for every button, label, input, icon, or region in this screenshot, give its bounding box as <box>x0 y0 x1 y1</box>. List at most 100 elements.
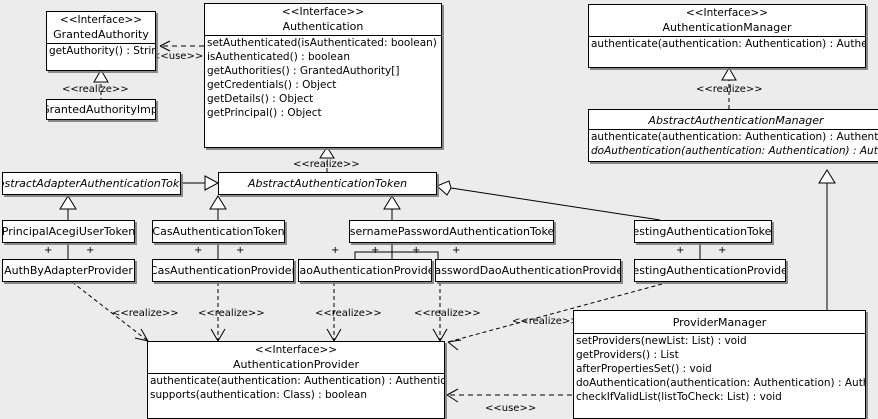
class-name: PrincipalAcegiUserToken <box>2 225 135 238</box>
operation: doAuthentication(authentication: Authent… <box>576 377 865 389</box>
operations-compartment: authenticate(authentication: Authenticat… <box>589 129 878 158</box>
class-header: <<Interface>> AuthenticationProvider <box>148 342 444 373</box>
operation: setProviders(newList: List) : void <box>576 335 747 347</box>
class-authentication-manager[interactable]: <<Interface>> AuthenticationManager auth… <box>588 4 866 68</box>
label-realize-granted-authority-impl: <<realize>> <box>62 84 129 95</box>
operation: authenticate(authentication: Authenticat… <box>150 375 445 387</box>
class-name: CasAuthenticationProvider <box>152 264 294 277</box>
operation: getAuthority() : String <box>49 45 156 57</box>
class-header: <<Interface>> GrantedAuthority <box>47 12 155 43</box>
class-header: TestingAuthenticationToken <box>635 221 771 242</box>
operation: getCredentials() : Object <box>207 79 337 91</box>
class-authentication-provider[interactable]: <<Interface>> AuthenticationProvider aut… <box>147 341 445 419</box>
multiplicity-plus: + <box>452 245 461 256</box>
label-realize-cas-provider: <<realize>> <box>198 308 265 319</box>
multiplicity-plus: + <box>676 245 685 256</box>
label-use-authentication-granted-authority: <<use>> <box>152 51 204 62</box>
class-name: Authentication <box>282 20 364 33</box>
generalization-username-password-token <box>383 195 401 220</box>
class-header: DaoAuthenticationProvider <box>299 260 431 281</box>
class-header: CasAuthenticationProvider <box>153 260 293 281</box>
operations-compartment: setProviders(newList: List) : void getPr… <box>574 333 865 404</box>
label-realize-auth-by-adapter: <<realize>> <box>112 308 179 319</box>
class-authentication[interactable]: <<Interface>> Authentication setAuthenti… <box>204 3 442 148</box>
generalization-cas-authentication-token <box>209 195 227 220</box>
class-cas-authentication-token[interactable]: CasAuthenticationToken <box>152 220 285 243</box>
class-header: AbstractAdapterAuthenticationToken <box>3 173 180 194</box>
class-password-dao-authentication-provider[interactable]: PasswordDaoAuthenticationProvider <box>435 259 621 282</box>
operation: authenticate(authentication: Authenticat… <box>591 38 865 50</box>
operation: setAuthenticated(isAuthenticated: boolea… <box>207 37 441 49</box>
generalization-provider-manager <box>818 169 836 310</box>
class-dao-authentication-provider[interactable]: DaoAuthenticationProvider <box>298 259 432 282</box>
class-provider-manager[interactable]: ProviderManager setProviders(newList: Li… <box>573 310 866 419</box>
label-realize-abstract-token: <<realize>> <box>293 159 360 170</box>
multiplicity-plus: + <box>412 245 421 256</box>
class-cas-authentication-provider[interactable]: CasAuthenticationProvider <box>152 259 294 282</box>
multiplicity-plus: + <box>718 245 727 256</box>
class-header: AbstractAuthenticationToken <box>219 173 436 194</box>
class-name: GrantedAuthorityImpl <box>46 103 156 116</box>
class-name: AuthByAdapterProvider <box>4 264 133 277</box>
multiplicity-plus: + <box>331 245 340 256</box>
class-name: ProviderManager <box>672 316 767 329</box>
operation: doAuthentication(authentication: Authent… <box>591 145 878 157</box>
class-header: CasAuthenticationToken <box>153 221 284 242</box>
class-header: <<Interface>> AuthenticationManager <box>589 5 865 36</box>
label-realize-dao-provider: <<realize>> <box>315 308 382 319</box>
class-name: PasswordDaoAuthenticationProvider <box>435 264 621 277</box>
operation: isAuthenticated() : boolean <box>207 51 350 63</box>
class-header: <<Interface>> Authentication <box>205 4 441 35</box>
class-header: PasswordDaoAuthenticationProvider <box>436 260 620 281</box>
generalization-abstract-adapter-token <box>181 175 220 191</box>
class-principal-acegi-user-token[interactable]: PrincipalAcegiUserToken <box>2 220 135 243</box>
class-name: AbstractAdapterAuthenticationToken <box>3 177 180 190</box>
operation: getAuthorities() : GrantedAuthority[] <box>207 65 400 77</box>
operations-compartment: authenticate(authentication: Authenticat… <box>148 373 444 402</box>
class-abstract-adapter-authentication-token[interactable]: AbstractAdapterAuthenticationToken <box>2 172 181 195</box>
class-header: ProviderManager <box>574 311 865 333</box>
multiplicity-plus: + <box>236 245 245 256</box>
operations-compartment: authenticate(authentication: Authenticat… <box>589 36 865 51</box>
class-granted-authority-impl[interactable]: GrantedAuthorityImpl <box>46 99 156 120</box>
class-username-password-authentication-token[interactable]: UsernamePasswordAuthenticationToken <box>349 220 554 243</box>
label-use-provider-manager: <<use>> <box>485 403 537 414</box>
use-authentication-granted-authority <box>159 40 204 52</box>
operation: getPrincipal() : Object <box>207 107 322 119</box>
stereotype: <<Interface>> <box>685 7 769 19</box>
operation: afterPropertiesSet() : void <box>576 363 712 375</box>
class-auth-by-adapter-provider[interactable]: AuthByAdapterProvider <box>2 259 135 282</box>
multiplicity-plus: + <box>371 245 380 256</box>
operation: checkIfValidList(listToCheck: List) : vo… <box>576 391 782 403</box>
class-name: AbstractAuthenticationManager <box>648 114 824 127</box>
class-abstract-authentication-manager[interactable]: AbstractAuthenticationManager authentica… <box>588 109 878 162</box>
multiplicity-plus: + <box>194 245 203 256</box>
multiplicity-plus: + <box>86 245 95 256</box>
class-name: DaoAuthenticationProvider <box>298 264 432 277</box>
class-header: TestingAuthenticationProvider <box>635 260 785 281</box>
stereotype: <<Interface>> <box>59 14 143 26</box>
class-name: TestingAuthenticationProvider <box>634 264 786 277</box>
generalization-principal-acegi-user-token <box>59 195 77 220</box>
operations-compartment: getAuthority() : String <box>47 43 155 58</box>
class-header: PrincipalAcegiUserToken <box>3 221 134 242</box>
class-name: GrantedAuthority <box>53 28 149 41</box>
class-header: AuthByAdapterProvider <box>3 260 134 281</box>
label-realize-password-dao-provider: <<realize>> <box>414 308 481 319</box>
operation: supports(authentication: Class) : boolea… <box>150 389 367 401</box>
class-abstract-authentication-token[interactable]: AbstractAuthenticationToken <box>218 172 437 195</box>
class-name: AuthenticationManager <box>662 21 792 34</box>
class-header: UsernamePasswordAuthenticationToken <box>350 221 553 242</box>
operation: authenticate(authentication: Authenticat… <box>591 131 878 143</box>
class-name: TestingAuthenticationToken <box>634 225 772 238</box>
class-name: AbstractAuthenticationToken <box>247 177 408 190</box>
operations-compartment: setAuthenticated(isAuthenticated: boolea… <box>205 35 441 120</box>
class-testing-authentication-provider[interactable]: TestingAuthenticationProvider <box>634 259 786 282</box>
stereotype: <<Interface>> <box>281 6 365 18</box>
class-testing-authentication-token[interactable]: TestingAuthenticationToken <box>634 220 772 243</box>
class-name: CasAuthenticationToken <box>152 225 285 238</box>
label-realize-abstract-manager: <<realize>> <box>696 84 763 95</box>
class-header: AbstractAuthenticationManager <box>589 110 878 129</box>
class-granted-authority[interactable]: <<Interface>> GrantedAuthority getAuthor… <box>46 11 156 71</box>
